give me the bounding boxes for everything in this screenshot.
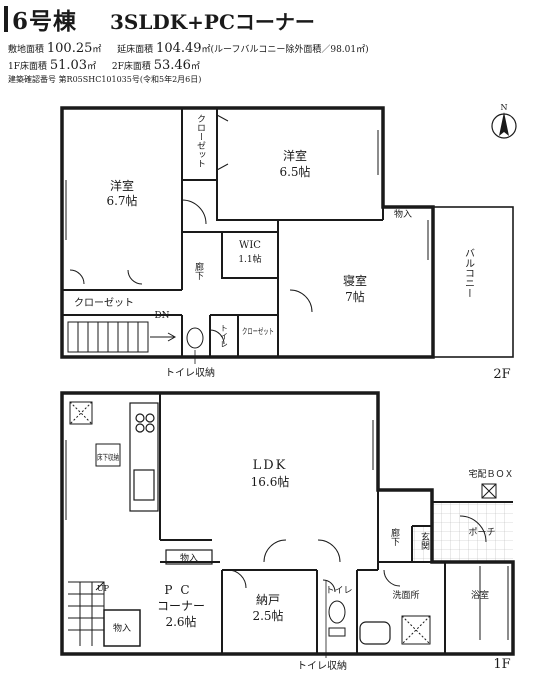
floor1-area-unit: ㎡: [87, 62, 97, 72]
floor1-door-arcs: [227, 515, 487, 593]
floor2-label: 2F: [493, 367, 510, 382]
floor2-area-unit: ㎡: [190, 62, 200, 72]
nando-name: 納戸: [256, 593, 280, 607]
compass-north: N: [501, 103, 508, 112]
floor2-area-value: 53.46: [153, 58, 191, 73]
entrance-label: 玄関: [419, 531, 430, 551]
underfloor-storage-box: [95, 443, 121, 467]
site-area-label: 敷地面積: [8, 45, 45, 55]
total-floor-value: 104.49: [156, 41, 202, 56]
storage-1f-label: 物入: [180, 552, 198, 564]
pc-size: 2.6帖: [165, 614, 196, 629]
callout-2f-toilet-storage: トイレ収納: [165, 366, 215, 379]
pc-storage-shelf: [165, 549, 213, 565]
header: 6号棟 3SLDK+PCコーナー 敷地面積 100.25㎡ 延床面積 104.4…: [0, 0, 536, 88]
entrance-tile: [412, 526, 434, 562]
floor1-inner-walls: [159, 393, 513, 654]
storage-2f-label: 物入: [394, 208, 412, 220]
washbasin: [359, 621, 391, 645]
porch-label: ポーチ: [468, 527, 495, 538]
room-western-right-name: 洋室: [283, 148, 307, 163]
porch-tile: [432, 502, 513, 561]
floor2-area-label: 2F床面積: [111, 62, 151, 72]
room-western-left-name: 洋室: [110, 178, 134, 193]
hallway-2f-label: 廊下: [193, 261, 204, 281]
ldk-size: 16.6帖: [251, 474, 290, 489]
pc-name: PC: [164, 583, 197, 597]
storage-under-stairs: [103, 609, 141, 647]
room-bedroom-name: 寝室: [343, 273, 367, 288]
floor1-label: 1F: [493, 657, 510, 672]
nando-size: 2.5帖: [252, 608, 283, 623]
house-number: 6号棟: [12, 8, 78, 35]
floor2-labels: 洋室 6.7帖 クローゼット 洋室 6.5帖 物入 WIC 1.1帖 廊下 寝室…: [74, 114, 511, 382]
floor2-plan: [60, 106, 514, 359]
fridge-marker: [69, 401, 93, 425]
up-label: UP: [97, 584, 110, 593]
kitchen-counter: [129, 402, 159, 512]
site-area-value: 100.25: [46, 41, 93, 56]
floor1-stairs: [68, 581, 105, 646]
room-western-left-size: 6.7帖: [106, 193, 137, 208]
floor1-plan: [60, 391, 515, 656]
room-bedroom-size: 7帖: [345, 289, 365, 304]
callout-1f-toilet-storage: トイレ収納: [297, 659, 347, 672]
closet-left-label: クローゼット: [74, 297, 134, 309]
total-floor-label: 延床面積: [117, 45, 154, 55]
balcony-outline: [432, 206, 514, 358]
wic-name: WIC: [239, 240, 261, 251]
door-swing-arcs: [69, 199, 313, 345]
compass: N: [491, 103, 517, 139]
total-floor-note: ㎡(ルーフバルコニー除外面積／98.01㎡): [201, 45, 369, 55]
cert-label: 建築確認番号: [8, 75, 56, 84]
pc-name2: コーナー: [157, 599, 205, 613]
floor1-area-label: 1F床面積: [8, 62, 47, 72]
floor2-inner-walls: [62, 108, 384, 357]
spec-line-3: 建築確認番号 第R05SHC101035号(令和5年2月6日): [8, 74, 201, 85]
site-area-unit: ㎡: [92, 45, 102, 55]
north-arrow-icon: [499, 112, 509, 136]
plan-type: 3SLDK+PCコーナー: [110, 10, 315, 34]
floor1-windows: [65, 420, 509, 640]
balcony-label: バルコニー: [463, 248, 475, 298]
spec-line-1: 敷地面積 100.25㎡ 延床面積 104.49㎡(ルーフバルコニー除外面積／9…: [8, 41, 369, 56]
floor1-toilet-icon: [328, 600, 346, 624]
floor1-area-value: 51.03: [49, 58, 88, 73]
room-western-right-size: 6.5帖: [279, 164, 310, 179]
closet-small-label: クローゼット: [242, 326, 274, 336]
floor-plan: N 洋室 6.7帖 クローゼット 洋室 6.5帖 物入 WIC 1.1帖 廊下: [60, 103, 517, 672]
delivery-box-icon: [481, 483, 497, 499]
cert-value: 第R05SHC101035号(令和5年2月6日): [58, 75, 202, 84]
hallway-1f-label: 廊下: [389, 527, 400, 547]
washroom-label: 洗面所: [392, 589, 419, 601]
spec-line-2: 1F床面積 51.03㎡ 2F床面積 53.46㎡: [8, 58, 200, 73]
floor2-windows: [65, 130, 429, 260]
floor2-toilet-icon: [186, 327, 204, 349]
toilet-2f-label: トイレ: [220, 324, 229, 348]
wic-size: 1.1帖: [238, 253, 261, 265]
washer-marker: [401, 615, 431, 645]
dn-label: DN: [154, 311, 169, 321]
ldk-name: LDK: [253, 458, 288, 473]
delivery-box-label: 宅配ＢＯＸ: [468, 468, 513, 480]
closet-top-label: クローゼット: [195, 114, 206, 168]
closet-top-doors: [216, 114, 229, 171]
title-bar-mark: [4, 6, 8, 32]
bath-label: 浴室: [471, 589, 489, 601]
floor1-labels: 床下収納 LDK 16.6帖 物入 PC コーナー 2.6帖 UP 物入 納戸 …: [97, 452, 514, 672]
floor1-toilet-tank: [328, 627, 346, 637]
storage-stairs-label: 物入: [113, 622, 131, 634]
toilet-1f-label: トイレ: [325, 586, 352, 596]
floor2-stairs: [67, 321, 177, 353]
underfloor-label: 床下収納: [97, 452, 119, 462]
